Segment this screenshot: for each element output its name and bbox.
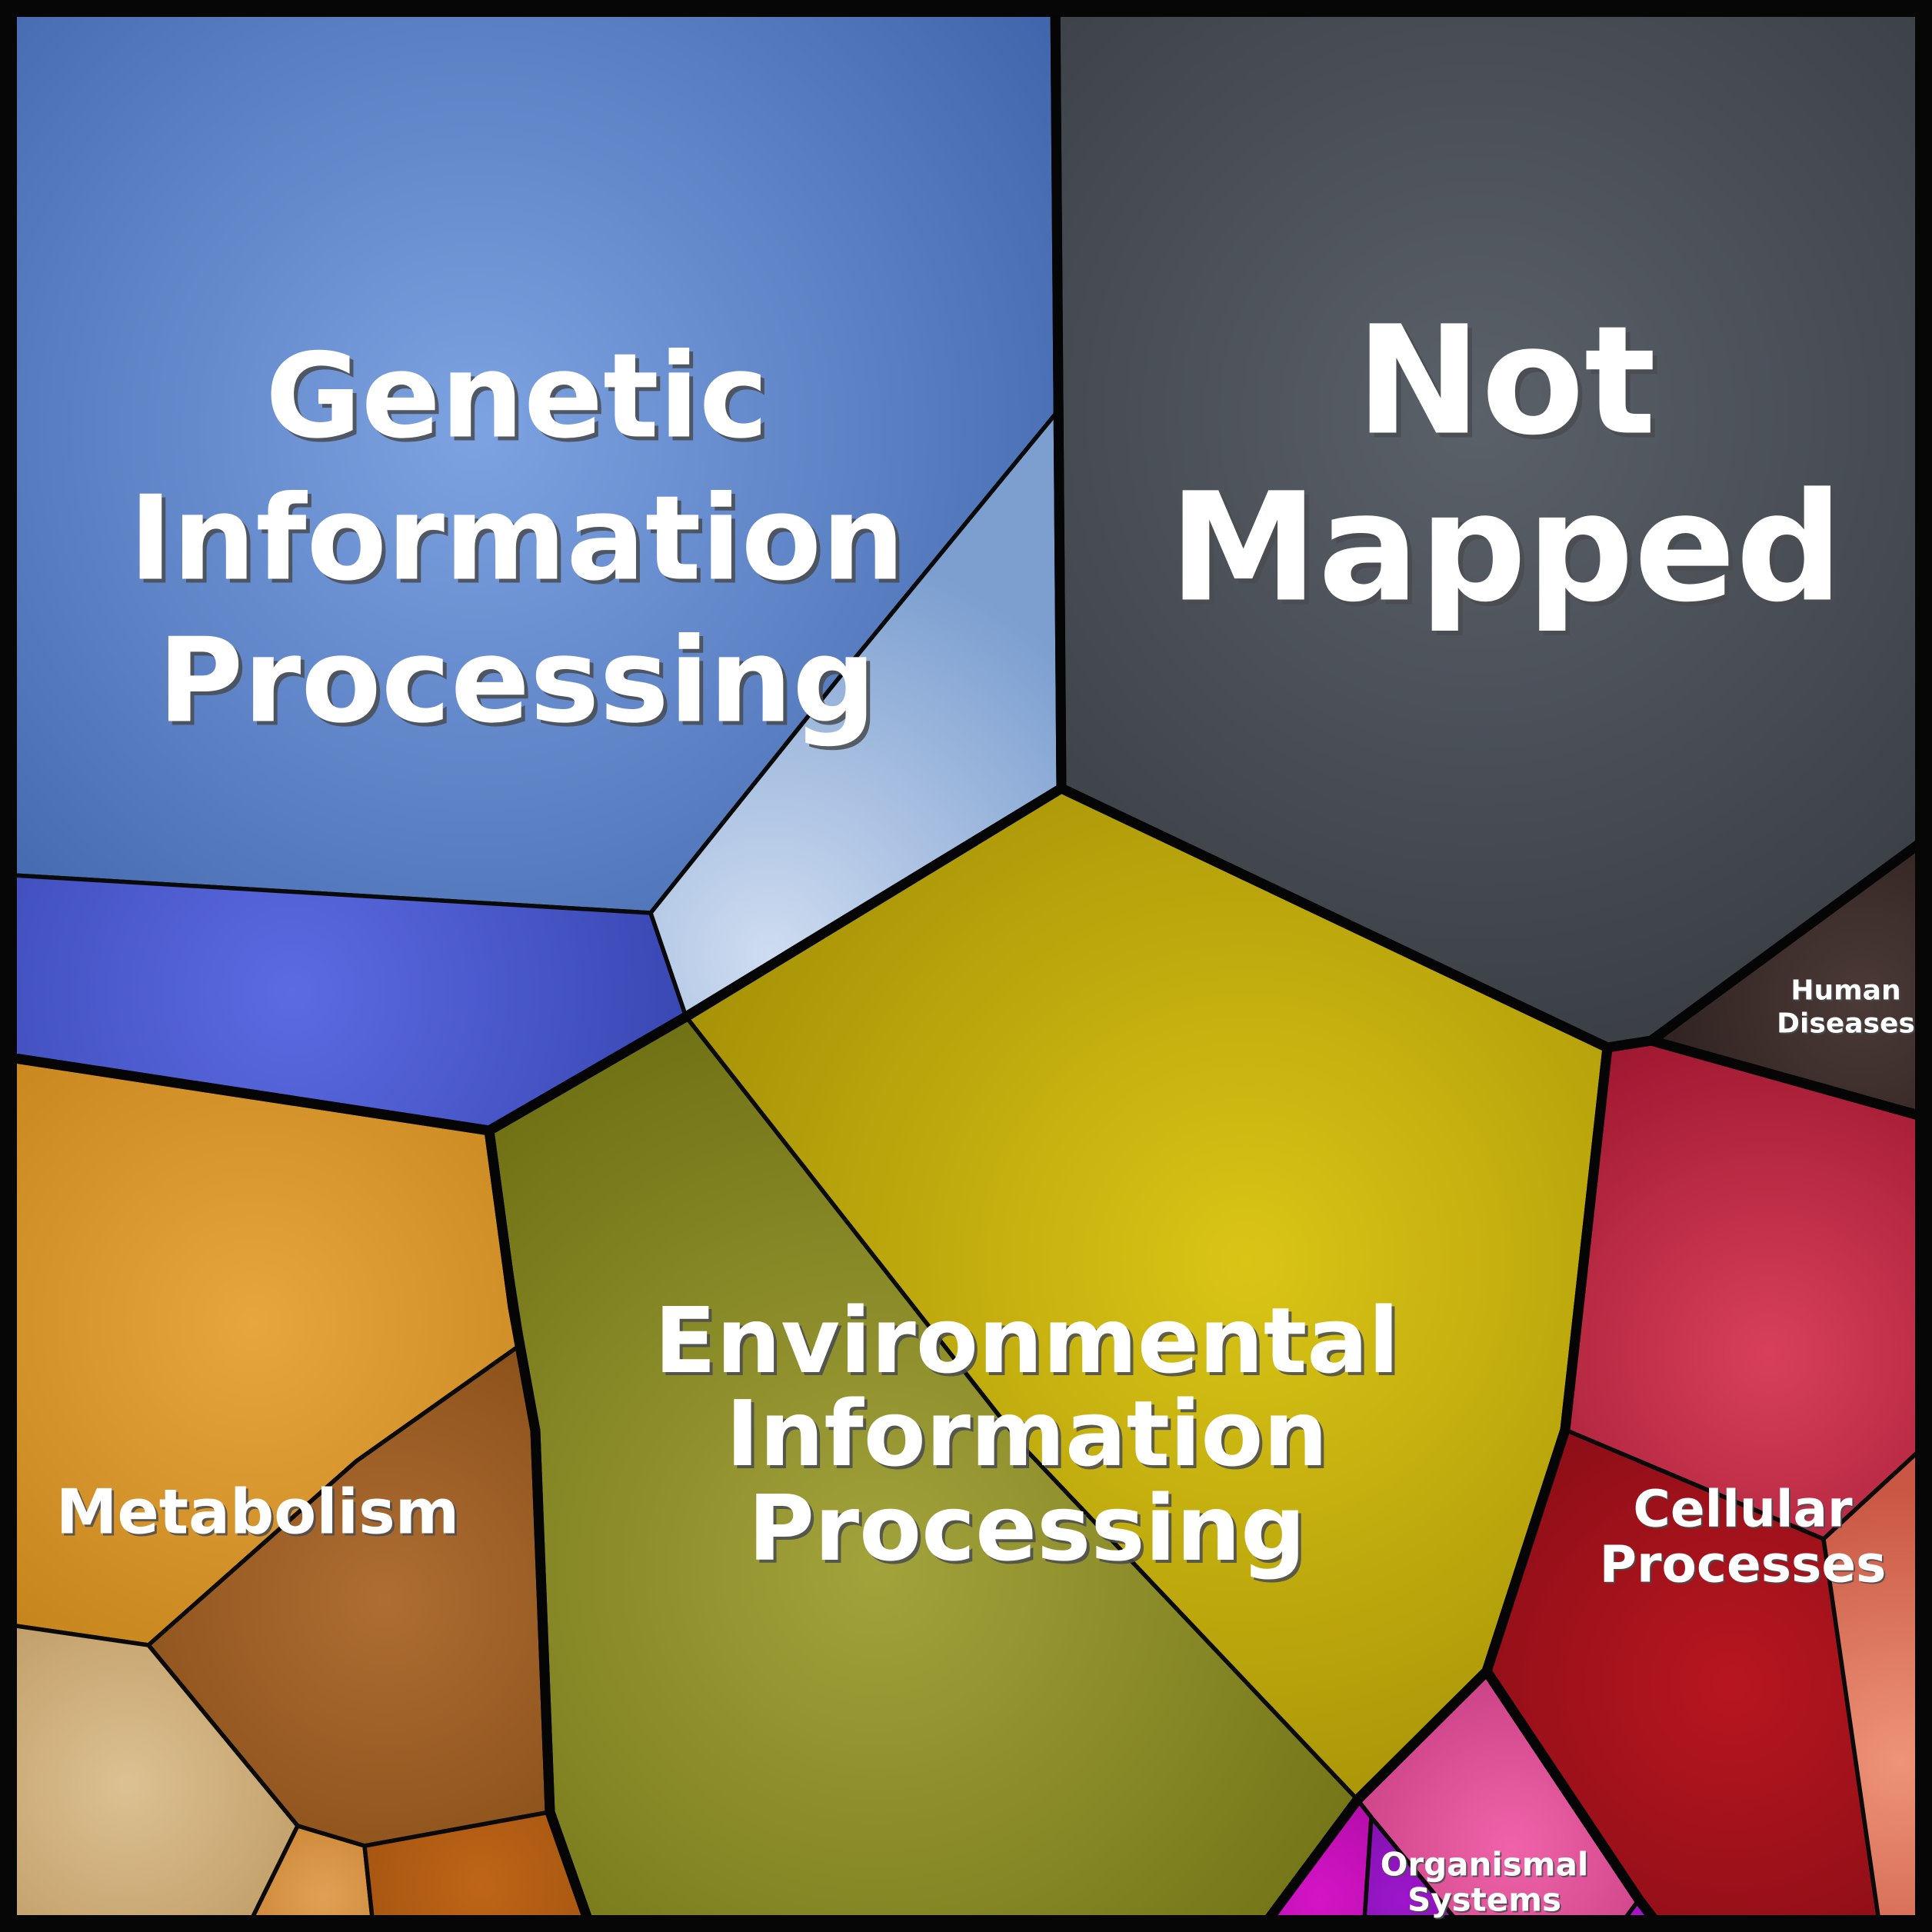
label-environmental-information-processing-line-1: Information [725, 1381, 1327, 1487]
label-environmental-information-processing-line-0: Environmental [655, 1287, 1400, 1394]
label-organismal-systems-line-1: Systems [1407, 1881, 1561, 1919]
label-genetic-information-processing-line-2: Processing [158, 613, 876, 749]
label-shadow-organismal-systems-line-0: Organismal [1382, 1847, 1591, 1885]
cell-os-purple [1361, 1815, 1468, 1932]
label-shadow-human-diseases-line-1: Diseases [1778, 1010, 1917, 1041]
label-cellular-processes-line-1: Processes [1600, 1535, 1887, 1594]
cell-cp-salmon [1821, 1437, 1932, 1932]
region-genetic-information-processing [0, 0, 1064, 1133]
cell-met-small-orange [243, 1824, 376, 1932]
label-human-diseases-line-0: Human [1790, 975, 1900, 1007]
region-outline-human-diseases [1646, 829, 1932, 1124]
label-human-diseases-line-1: Diseases [1777, 1008, 1915, 1040]
region-outline-metabolism [0, 1051, 598, 1932]
label-not-mapped-line-1: Mapped [1169, 461, 1844, 635]
label-shadow-organismal-systems-line-1: Systems [1409, 1883, 1563, 1920]
label-organismal-systems-line-0: Organismal [1381, 1846, 1589, 1884]
label-shadow-genetic-information-processing-line-1: Information [133, 475, 909, 611]
label-metabolism-line-0: Metabolism [56, 1477, 459, 1548]
region-environmental-information-processing [487, 786, 1610, 1932]
cell-met-rust [362, 1810, 595, 1932]
label-shadow-cellular-processes-line-1: Processes [1601, 1537, 1888, 1596]
label-shadow-cellular-processes-line-0: Cellular [1634, 1481, 1854, 1541]
label-genetic-information-processing-line-1: Information [129, 471, 905, 607]
label-cellular-processes-line-0: Cellular [1633, 1480, 1853, 1539]
label-environmental-information-processing-line-2: Processing [748, 1475, 1305, 1581]
label-shadow-environmental-information-processing-line-1: Information [728, 1384, 1331, 1490]
label-shadow-not-mapped-line-1: Mapped [1174, 465, 1848, 640]
label-environmental-information-processing: EnvironmentalEnvironmentalInformationInf… [655, 1287, 1403, 1584]
region-cellular-processes [1484, 1038, 1932, 1932]
label-genetic-information-processing: GeneticGeneticInformationInformationProc… [129, 328, 909, 753]
label-genetic-information-processing-line-0: Genetic [265, 328, 768, 465]
label-shadow-environmental-information-processing-line-2: Processing [751, 1478, 1308, 1584]
region-metabolism [0, 1054, 595, 1932]
label-not-mapped-line-0: Not [1356, 294, 1656, 468]
label-shadow-genetic-information-processing-line-2: Processing [162, 617, 880, 753]
label-shadow-genetic-information-processing-line-0: Genetic [269, 332, 772, 468]
label-shadow-human-diseases-line-0: Human [1792, 977, 1902, 1008]
label-shadow-not-mapped-line-0: Not [1361, 298, 1661, 473]
label-shadow-metabolism-line-0: Metabolism [58, 1479, 461, 1551]
label-shadow-environmental-information-processing-line-0: Environmental [658, 1291, 1403, 1397]
